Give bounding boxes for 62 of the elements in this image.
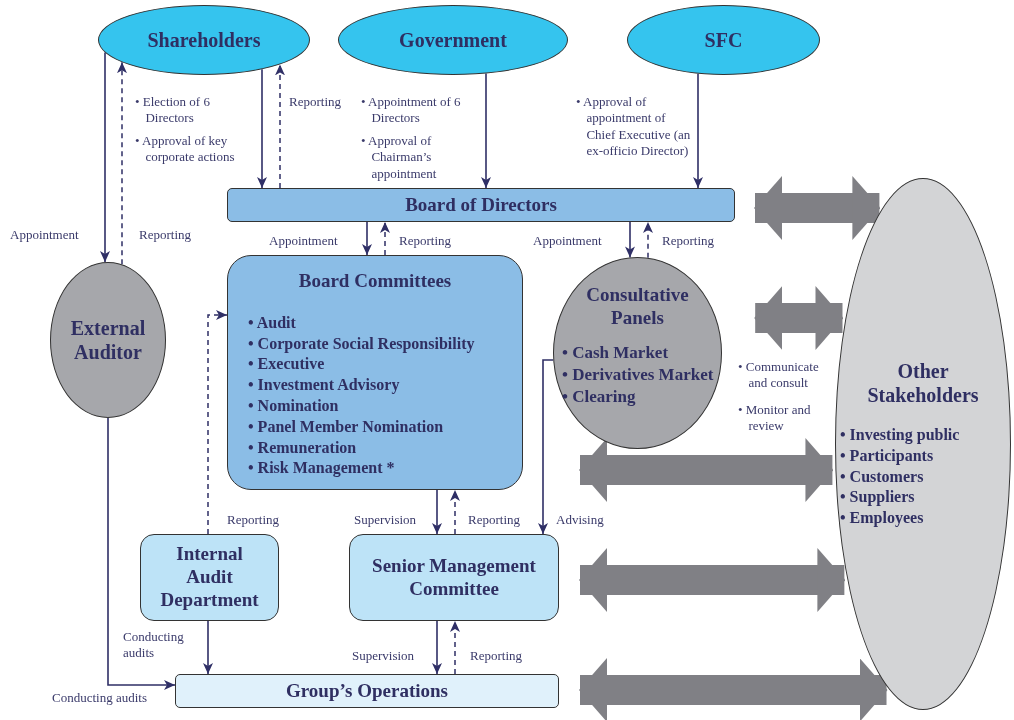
node-title: Shareholders — [147, 28, 261, 52]
dashed-arrow — [450, 489, 460, 535]
list-item: • Customers — [840, 466, 925, 487]
dashed-arrow — [275, 63, 285, 189]
note-text: • Approval of key corporate actions — [135, 133, 236, 166]
node-title: External Auditor — [69, 316, 147, 364]
node-title: Board Committees — [298, 270, 452, 293]
note-text: • Communicate and consult — [738, 359, 820, 392]
arrow — [432, 620, 442, 675]
rounded-box — [140, 534, 279, 621]
note-text: • Appointment of 6 Directors — [361, 94, 462, 127]
dashed-arrow — [450, 620, 460, 675]
list-item: • Clearing — [562, 385, 637, 408]
arrow — [203, 620, 213, 675]
node-title: Board of Directors — [405, 193, 557, 217]
node-title: SFC — [704, 28, 743, 52]
node-title: Group’s Operations — [285, 679, 449, 703]
list-item: • Corporate Social Responsibility — [248, 333, 475, 355]
arrow — [100, 51, 110, 263]
arrow — [257, 68, 267, 189]
dashed-arrow — [380, 221, 390, 256]
list-item: • Suppliers — [840, 487, 916, 508]
list-item: • Audit — [248, 312, 297, 333]
dashed-arrow — [207, 310, 228, 535]
node-title: Government — [399, 28, 507, 52]
arrow — [625, 221, 635, 259]
dashed-arrow — [643, 221, 653, 259]
rounded-box — [349, 534, 559, 621]
list-item: • Executive — [248, 354, 326, 375]
double-arrow — [579, 548, 846, 612]
note-text: • Monitor and review — [738, 402, 812, 435]
dashed-arrow — [117, 61, 127, 266]
list-item: • Cash Market — [562, 341, 670, 364]
list-item: • Investing public — [840, 425, 960, 446]
arrow — [107, 417, 176, 690]
list-item: • Participants — [840, 445, 935, 467]
note-text: • Election of 6 Directors — [135, 94, 211, 127]
node-title: Consultative Panels — [585, 284, 690, 330]
edge-label: Conducting audits — [50, 690, 149, 707]
process-box — [227, 188, 735, 222]
double-arrow — [754, 176, 881, 240]
node-title: Internal Audit Department — [159, 543, 260, 612]
list-item: • Derivatives Market — [562, 363, 714, 386]
arrow — [538, 359, 554, 535]
process-box — [175, 674, 559, 708]
node-title: Senior Management Committee — [371, 554, 537, 601]
double-arrow — [579, 658, 888, 720]
list-item: • Panel Member Nomination — [248, 416, 445, 437]
double-arrow — [754, 286, 844, 350]
rounded-box — [227, 255, 523, 490]
double-arrow — [579, 438, 834, 502]
arrow — [432, 489, 442, 535]
note-text: • Approval of appointment of Chief Executive (an ex-officio Director) — [576, 94, 692, 159]
arrow — [362, 221, 372, 256]
edge-label: Advising — [554, 512, 606, 529]
note-text: • Approval of Chairman’s appointment — [361, 133, 438, 182]
list-item: • Remuneration — [248, 437, 358, 458]
list-item: • Investment Advisory — [248, 375, 401, 396]
list-item: • Risk Management * — [248, 458, 396, 479]
list-item: • Employees — [840, 508, 925, 529]
list-item: • Nomination — [248, 396, 340, 416]
node-title: Other Stakeholders — [866, 359, 980, 407]
